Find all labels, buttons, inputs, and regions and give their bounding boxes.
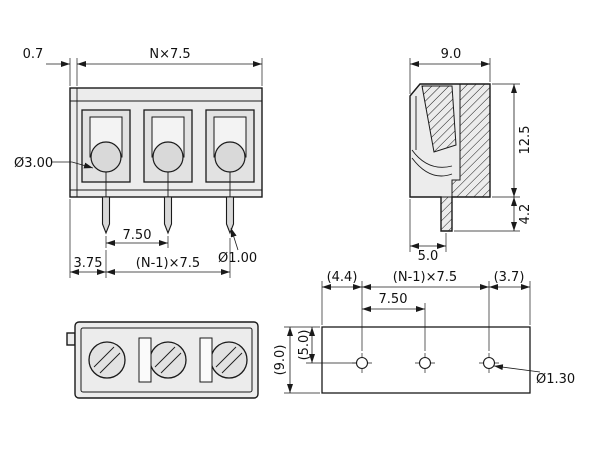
dim-pin-diameter: Ø1.00 <box>218 251 257 266</box>
side-view-dimensions: 9.0 12.5 4.2 5.0 <box>409 47 533 264</box>
footprint-hole-2 <box>415 353 435 373</box>
footprint-view: (4.4) (N-1)×7.5 (3.7) 7.50 (9.0) (5.0) Ø… <box>273 270 575 394</box>
footprint-hole-3 <box>479 353 499 373</box>
side-section-clamp <box>421 85 457 153</box>
dim-clamp-diameter: Ø3.00 <box>14 156 53 171</box>
front-view: 0.7 N×7.5 Ø3.00 7.50 Ø1.00 3.75 (N-1)×7.… <box>14 47 263 278</box>
screw-1 <box>88 341 126 379</box>
dim-hole-pitch: 7.50 <box>379 292 408 307</box>
dim-pin-span: (N-1)×7.5 <box>136 256 200 271</box>
dim-front-total-width: N×7.5 <box>149 47 190 62</box>
footprint-hole-1 <box>352 353 372 373</box>
dim-hole-diameter: Ø1.30 <box>536 372 575 387</box>
dim-pin-length: 4.2 <box>518 204 533 225</box>
footprint-dimensions: (4.4) (N-1)×7.5 (3.7) 7.50 (9.0) (5.0) Ø… <box>273 270 575 394</box>
front-view-dimensions: 0.7 N×7.5 Ø3.00 7.50 Ø1.00 3.75 (N-1)×7.… <box>14 47 263 278</box>
solder-pin-1 <box>101 196 111 235</box>
terminal-cell-3 <box>205 109 255 235</box>
solder-pin-3 <box>225 196 235 235</box>
dim-edge-to-pin: 3.75 <box>74 256 103 271</box>
dim-pin-pitch: 7.50 <box>123 228 152 243</box>
terminal-cell-2 <box>143 109 193 235</box>
dim-hole-span: (N-1)×7.5 <box>393 270 457 285</box>
divider-slot-1 <box>138 337 152 383</box>
side-view: 9.0 12.5 4.2 5.0 <box>409 47 533 264</box>
dim-front-wall: 0.7 <box>23 47 44 62</box>
dim-hole-offset: (5.0) <box>297 330 312 361</box>
divider-slot-2 <box>199 337 213 383</box>
dim-body-height: 12.5 <box>518 126 533 155</box>
dim-pin-offset: 5.0 <box>418 249 439 264</box>
screw-2 <box>149 341 187 379</box>
bottom-side-tab <box>66 332 76 346</box>
dim-right-margin: (3.7) <box>494 270 525 285</box>
side-section-pin <box>440 196 453 232</box>
dim-outline-depth: (9.0) <box>273 345 288 376</box>
screw-3 <box>210 341 248 379</box>
dim-left-margin: (4.4) <box>327 270 358 285</box>
terminal-cell-1 <box>81 109 131 235</box>
solder-pin-2 <box>163 196 173 235</box>
dim-depth: 9.0 <box>441 47 462 62</box>
bottom-view <box>66 321 259 399</box>
